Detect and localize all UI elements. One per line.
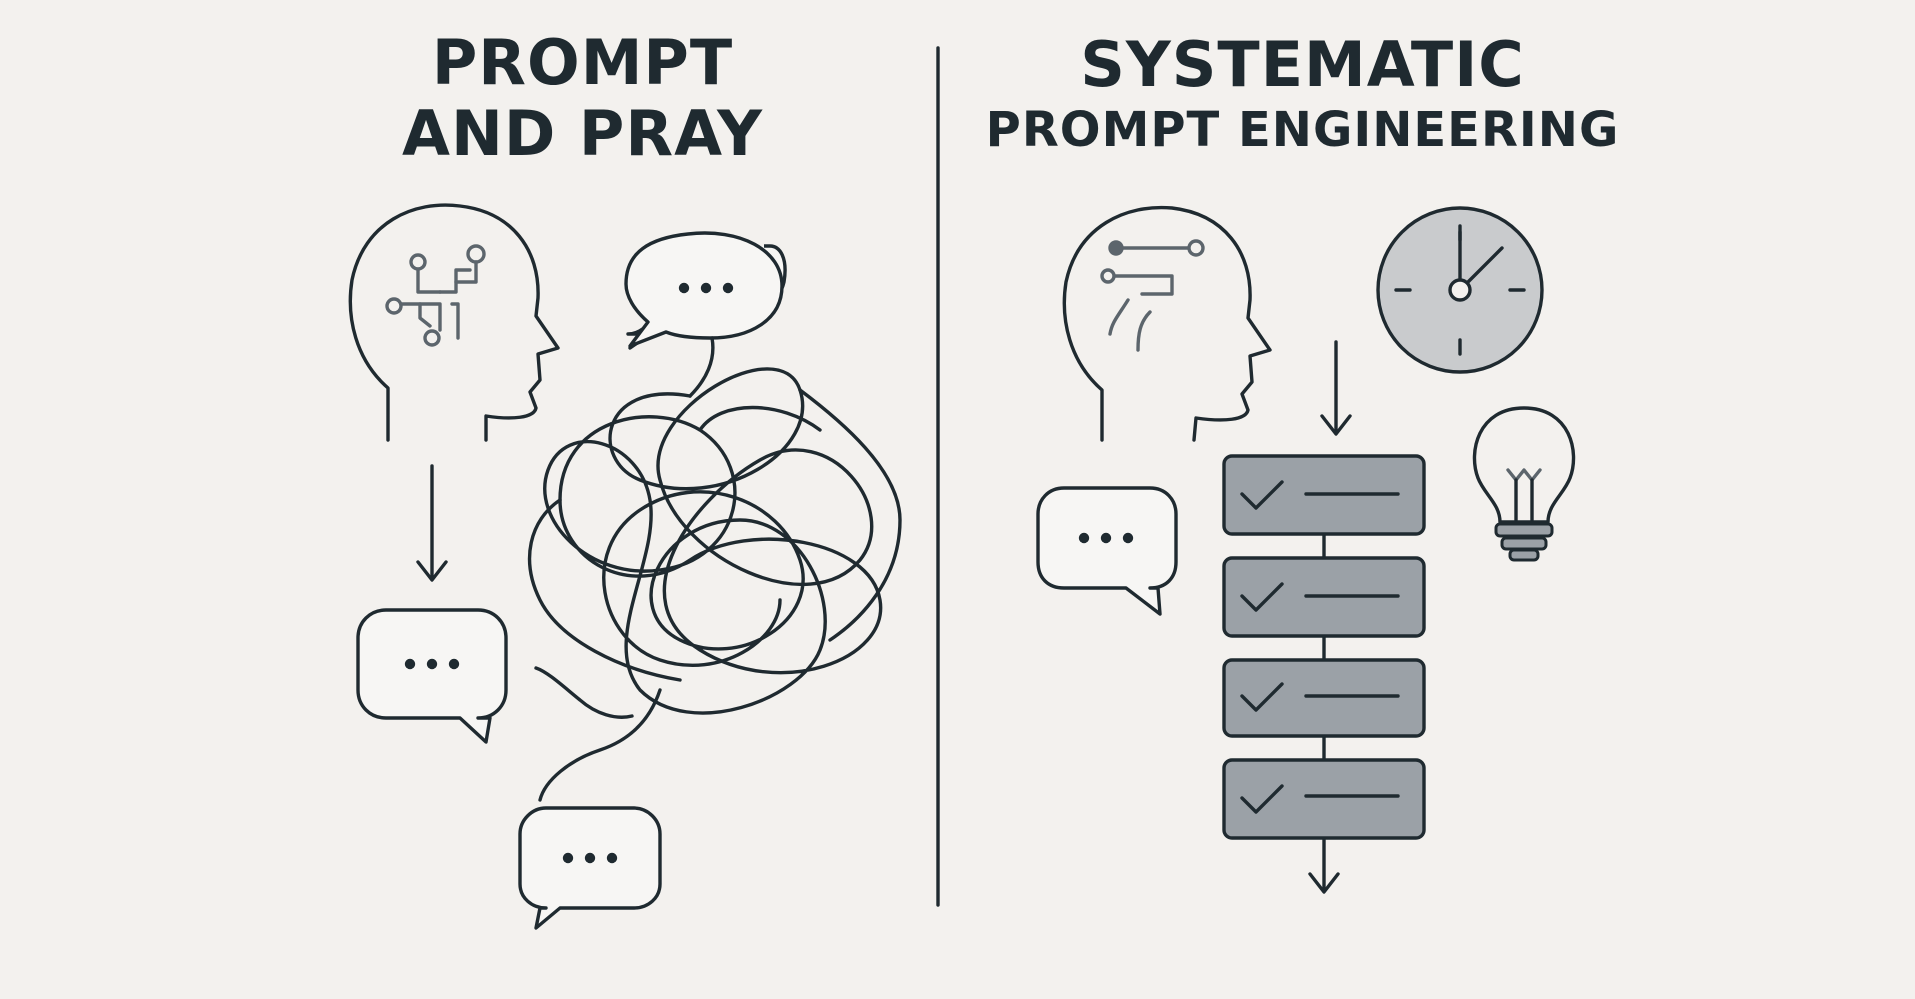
head-with-circuit-icon: [1062, 205, 1272, 442]
speech-bubble-icon: [1036, 486, 1178, 616]
down-arrow-icon: [1320, 340, 1352, 436]
checklist-step-icon: [1222, 556, 1426, 638]
speech-bubble-icon: [356, 608, 508, 744]
left-title-line: PROMPT: [431, 26, 734, 99]
checklist-step-icon: [1222, 758, 1426, 840]
speech-bubble-icon: [518, 806, 662, 930]
checklist-stack: [1222, 454, 1426, 894]
checklist-step-icon: [1222, 658, 1426, 738]
right-title-line: PROMPT ENGINEERING: [985, 102, 1620, 159]
speech-bubble-icon: [624, 231, 787, 350]
down-arrow-icon: [416, 464, 448, 582]
left-title-line: AND PRAY: [401, 97, 764, 171]
light-bulb-icon: [1472, 406, 1576, 562]
left-panel-title: PROMPT AND PRAY: [0, 30, 1165, 172]
tangled-lines-icon: [527, 336, 902, 802]
right-panel-title: SYSTEMATIC PROMPT ENGINEERING: [955, 28, 1650, 159]
clock-icon: [1376, 206, 1544, 374]
checklist-step-icon: [1222, 454, 1426, 536]
head-with-circuit-icon: [348, 203, 560, 442]
right-title-line: SYSTEMATIC: [1080, 28, 1525, 101]
